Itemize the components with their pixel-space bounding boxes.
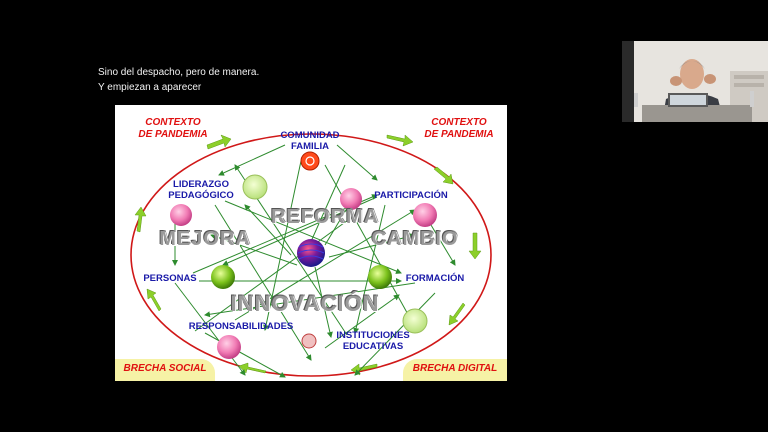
- diagram-graphics: [130, 133, 492, 378]
- small-target-icon: [301, 333, 317, 349]
- node-participacion: PARTICIPACIÓN: [374, 190, 448, 201]
- word-mejora: MEJORA: [159, 228, 251, 250]
- node-responsabilidades: RESPONSABILIDADES: [188, 321, 294, 332]
- brecha-digital-box: BRECHA DIGITAL: [403, 359, 507, 381]
- lime-dotted-ball-2: [402, 308, 428, 334]
- word-cambio: CAMBIO: [371, 228, 459, 250]
- word-innovacion: INNOVACIÓN: [230, 291, 380, 316]
- node-comunidad-familia: COMUNIDAD FAMILIA: [280, 130, 340, 152]
- speaker-video-image: [622, 41, 768, 122]
- pink-button-participacion: [340, 188, 362, 210]
- outer-cycle-arrows: [134, 134, 482, 376]
- pink-button-liderazgo: [170, 204, 192, 226]
- node-liderazgo-pedagogico: LIDERAZGO PEDAGÓGICO: [168, 179, 234, 201]
- green-ball-right: [368, 265, 392, 289]
- lime-dotted-ball: [242, 174, 268, 200]
- pink-button-responsabilidades: [217, 335, 241, 359]
- brecha-social-box: BRECHA SOCIAL: [115, 359, 215, 381]
- subtitle-line-2: Y empiezan a aparecer: [98, 82, 202, 93]
- context-ellipse: [130, 133, 492, 377]
- power-icon: [300, 151, 320, 171]
- subtitle-line-1: Sino del despacho, pero de manera.: [98, 67, 260, 78]
- node-instituciones-educativas: INSTITUCIONES EDUCATIVAS: [336, 330, 410, 352]
- green-ball-left: [211, 265, 235, 289]
- presentation-slide: CONTEXTO DE PANDEMIA CONTEXTO DE PANDEMI…: [115, 105, 507, 381]
- word-reforma: REFORMA: [270, 206, 380, 228]
- pink-ball-right: [413, 203, 437, 227]
- node-personas: PERSONAS: [143, 273, 197, 284]
- context-label-left: CONTEXTO DE PANDEMIA: [138, 117, 208, 140]
- node-formacion: FORMACIÓN: [405, 273, 465, 284]
- center-sphere: [297, 239, 325, 267]
- context-label-right: CONTEXTO DE PANDEMIA: [424, 117, 494, 140]
- speaker-video-thumbnail: [622, 41, 768, 122]
